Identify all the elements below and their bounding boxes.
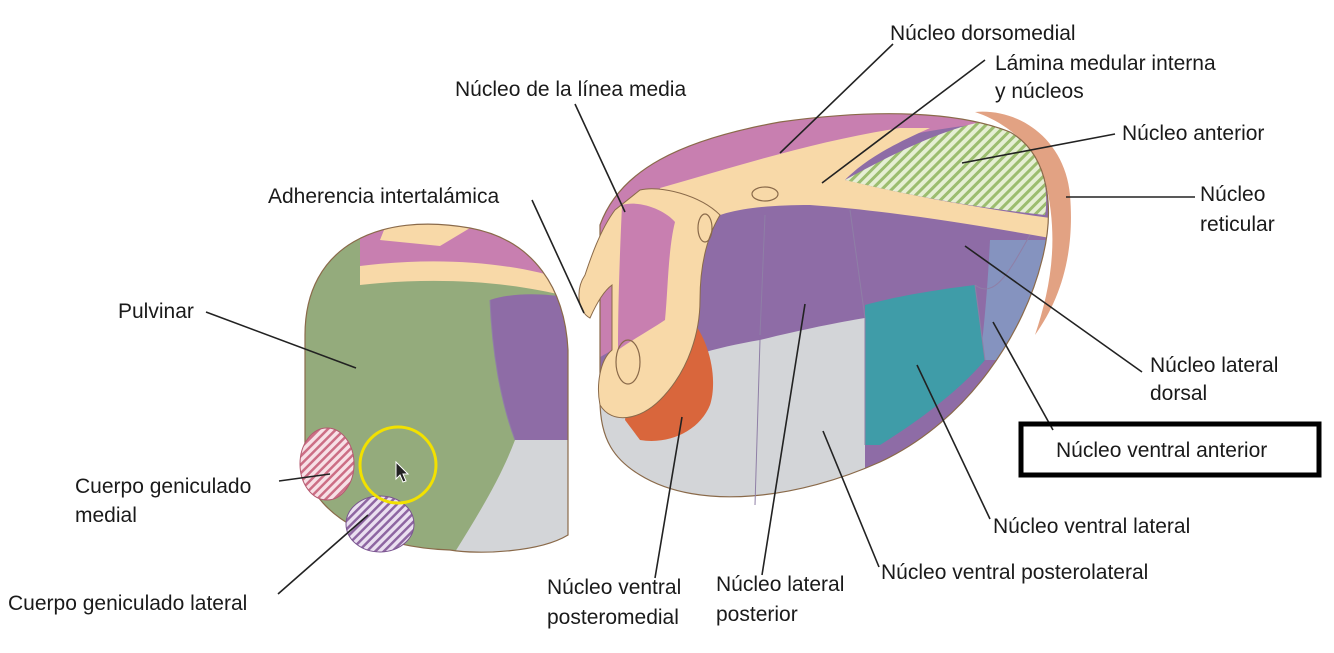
leader-vpm (654, 416, 683, 579)
leader-lines (205, 43, 1195, 595)
anterior-nucleus (845, 118, 1047, 215)
ventral-lateral-nucleus (865, 285, 985, 445)
label-nucleo-linea-media: Núcleo de la línea media (455, 78, 686, 101)
label-lateral-dorsal-line1: Núcleo lateral (1150, 354, 1278, 377)
dorsomedial-region (600, 113, 1049, 360)
label-nucleo-anterior: Núcleo anterior (1122, 122, 1264, 145)
leader-geniculado-medial (278, 473, 331, 482)
lateral-region-posterior (490, 294, 568, 445)
label-lp-line2: posterior (716, 603, 798, 626)
label-lamina-medular-line2: y núcleos (995, 80, 1084, 103)
medial-geniculate-body (299, 427, 355, 501)
label-nucleo-reticular-line1: Núcleo (1200, 183, 1265, 206)
label-geniculado-medial-line2: medial (75, 504, 137, 527)
posterior-thalamus-block (299, 223, 569, 553)
label-nucleo-reticular-line2: reticular (1200, 213, 1275, 236)
leader-lp (761, 303, 806, 576)
leader-lateral-dorsal (964, 245, 1143, 373)
label-lamina-medular-line1: Lámina medular interna (995, 52, 1216, 75)
leader-ventral-anterior (992, 321, 1054, 431)
leader-pulvinar (205, 311, 357, 369)
leader-lamina (821, 59, 986, 184)
midline-nucleus-region (618, 203, 675, 350)
labels: Núcleo dorsomedial Lámina medular intern… (8, 22, 1278, 629)
label-geniculado-lateral: Cuerpo geniculado lateral (8, 592, 247, 615)
label-adherencia-intertalamica: Adherencia intertalámica (268, 185, 499, 208)
leader-adherencia (531, 199, 585, 314)
internal-medullary-lamina (660, 128, 1049, 340)
label-ventral-posterolateral: Núcleo ventral posterolateral (881, 561, 1148, 584)
label-geniculado-medial-line1: Cuerpo geniculado (75, 475, 251, 498)
label-pulvinar: Pulvinar (118, 300, 194, 323)
leader-ventral-posterolateral (822, 430, 880, 568)
label-vpm-line2: posteromedial (547, 606, 679, 629)
leader-geniculado-lateral (277, 514, 369, 595)
label-nucleo-dorsomedial: Núcleo dorsomedial (890, 22, 1076, 45)
label-ventral-lateral: Núcleo ventral lateral (993, 515, 1190, 538)
reticular-nucleus (975, 111, 1071, 336)
leader-ventral-lateral (916, 364, 991, 520)
label-vpm-line1: Núcleo ventral (547, 576, 681, 599)
lateral-geniculate-body (345, 495, 415, 553)
arrow-cursor-icon (395, 460, 410, 483)
leader-anterior (961, 133, 1116, 164)
ventral-region-posterior (450, 440, 568, 553)
label-lateral-dorsal-line2: dorsal (1150, 382, 1207, 405)
label-ventral-anterior: Núcleo ventral anterior (1056, 439, 1267, 462)
label-lp-line1: Núcleo lateral (716, 573, 844, 596)
cursor-highlight-circle (358, 425, 438, 505)
highlight-box (1018, 421, 1322, 478)
leader-linea-media (574, 103, 626, 213)
anterior-thalamus-block (578, 111, 1071, 506)
leader-dorsomedial (779, 43, 894, 154)
